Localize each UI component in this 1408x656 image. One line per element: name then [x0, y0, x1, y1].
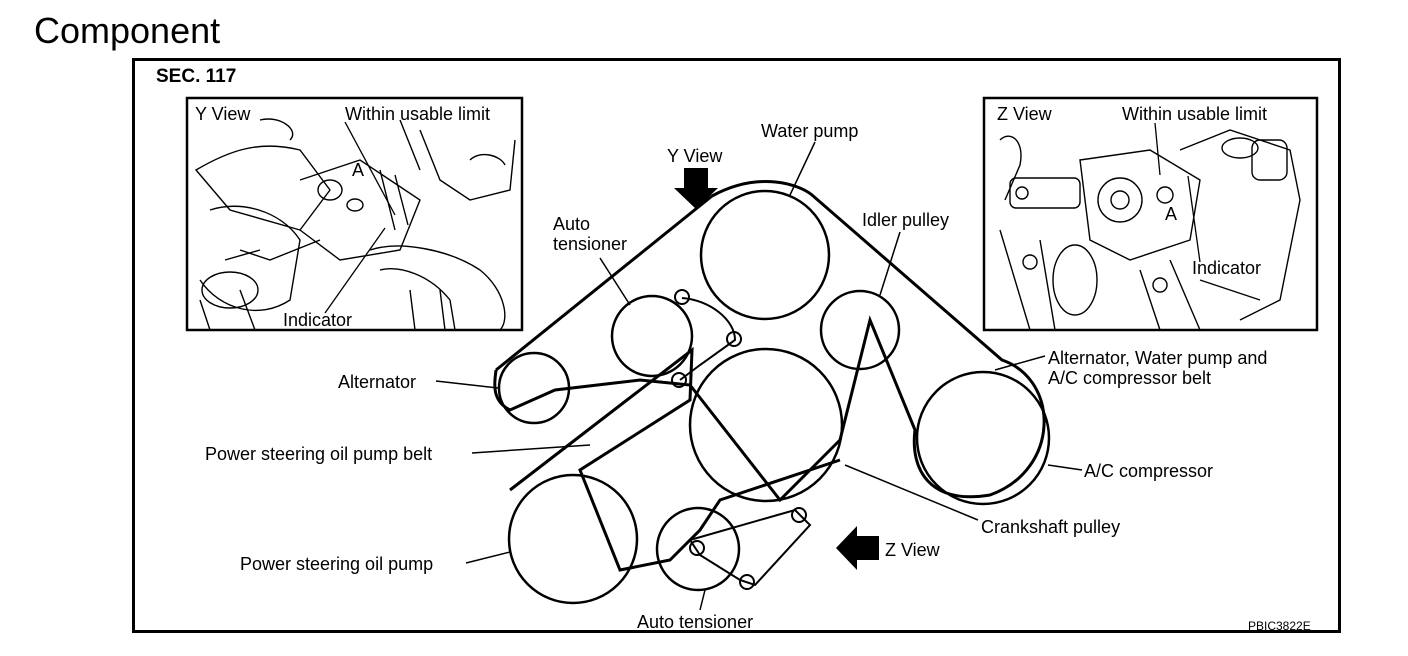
ps-pump-pulley: [507, 473, 639, 605]
tensioner-bolt-6: [739, 574, 755, 590]
diagram-frame: [132, 58, 1341, 633]
ps-belt-label: Power steering oil pump belt: [205, 444, 433, 464]
y-view-dim-label: A: [352, 160, 365, 180]
main-belt: [493, 180, 1046, 503]
ps-belt-leader: [471, 444, 591, 454]
y-view-arrow: [674, 168, 718, 209]
y-view-inset-title: Y View: [195, 104, 251, 124]
z-indicator-leader: [1187, 175, 1201, 263]
page-title: Component: [34, 10, 221, 51]
auto-tensioner-bottom-label: Auto tensioner: [637, 612, 754, 632]
alternator-pulley: [497, 351, 571, 425]
z-view-limit-label: Within usable limit: [1122, 104, 1268, 124]
water-pump-leader: [789, 141, 816, 196]
crankshaft-pulley: [688, 347, 844, 503]
y-view-indicator-label: Indicator: [283, 310, 353, 330]
figure-code: PBIC3822E: [1248, 619, 1311, 633]
z-view-arrow: [836, 526, 879, 570]
y-view-limit-label: Within usable limit: [345, 104, 491, 124]
y-limit-leader: [344, 121, 396, 216]
auto-tensioner-top-pulley: [610, 294, 694, 378]
water-pump-pulley: [699, 189, 831, 321]
auto-tensioner-top-bracket: [679, 297, 737, 381]
tensioner-bolt-4: [689, 540, 705, 556]
ps-pump-label: Power steering oil pump: [240, 554, 434, 574]
z-view-drawing: [999, 129, 1301, 331]
tensioner-bolt-1: [674, 289, 690, 305]
ac-compressor-leader: [1047, 464, 1083, 471]
auto-tensioner-bottom-pulley: [655, 506, 741, 592]
z-view-inset: [982, 96, 1319, 332]
alternator-label: Alternator: [338, 372, 417, 392]
z-view-label: Z View: [885, 540, 940, 560]
y-view-drawing: [194, 118, 516, 331]
auto-tensioner-top-label: Auto tensioner: [553, 214, 628, 254]
section-label: SEC. 117: [156, 66, 237, 87]
z-view-dim-label: A: [1165, 204, 1178, 224]
y-view-label: Y View: [667, 146, 723, 166]
z-view-inset-title: Z View: [997, 104, 1052, 124]
tensioner-bolt-2: [726, 331, 742, 347]
water-pump-label: Water pump: [761, 121, 859, 141]
ac-compressor-pulley: [915, 370, 1051, 506]
y-view-inset: [185, 96, 524, 332]
crankshaft-pulley-leader: [844, 464, 979, 521]
auto-tensioner-bottom-arm: [688, 508, 812, 587]
ps-pump-leader: [465, 551, 511, 564]
tensioner-bolt-5: [791, 507, 807, 523]
z-view-indicator-label: Indicator: [1192, 258, 1262, 278]
main-belt-leader: [994, 355, 1046, 371]
z-limit-leader: [1154, 122, 1161, 176]
idler-pulley-label: Idler pulley: [862, 210, 950, 230]
main-belt-label: Alternator, Water pump and A/C compresso…: [1048, 348, 1268, 388]
auto-tensioner-bottom-leader: [699, 589, 706, 611]
y-indicator-leader: [324, 227, 386, 314]
idler-pulley-leader: [879, 231, 901, 296]
ac-compressor-label: A/C compressor: [1084, 461, 1214, 481]
crankshaft-pulley-label: Crankshaft pulley: [981, 517, 1121, 537]
auto-tensioner-top-leader: [599, 257, 631, 306]
tensioner-bolt-3: [671, 372, 687, 388]
idler-pulley: [819, 289, 901, 371]
alternator-leader: [435, 380, 499, 389]
